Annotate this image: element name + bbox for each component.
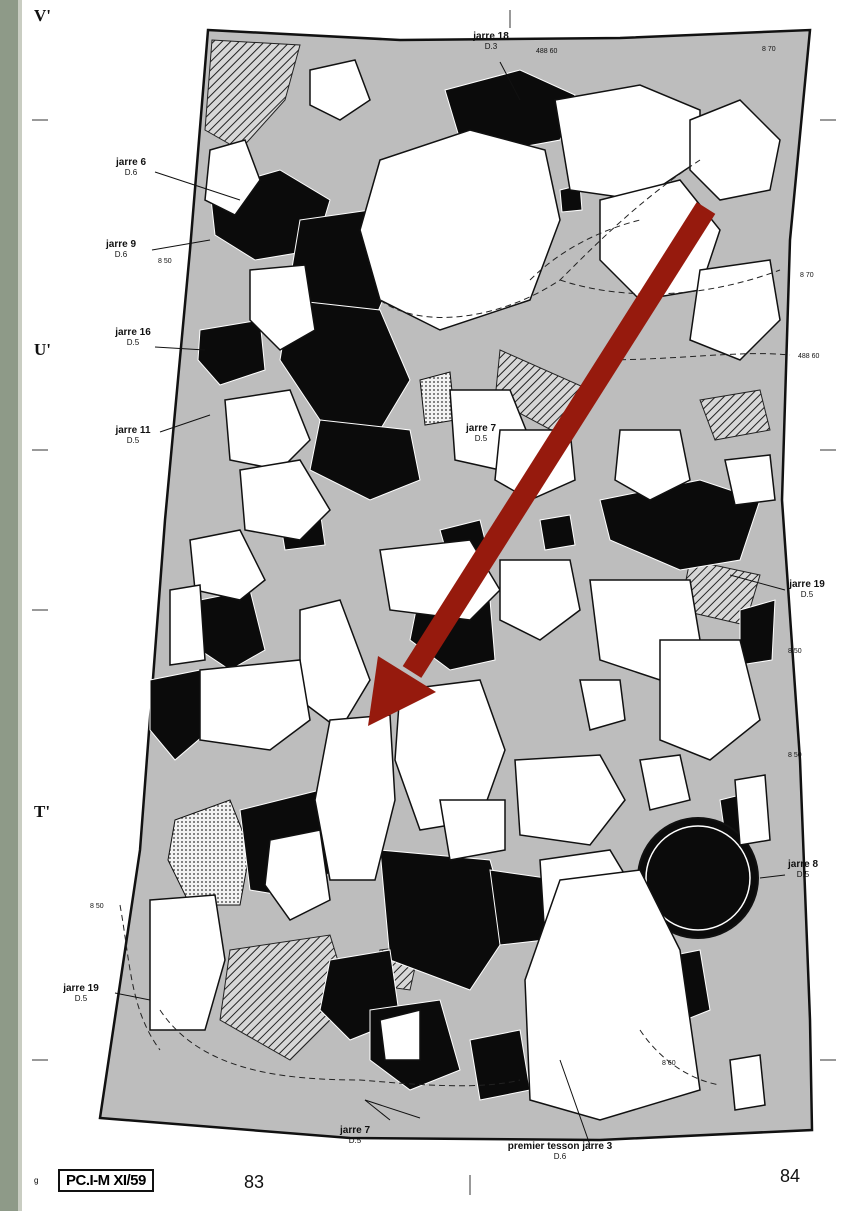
altitude-mark: 8 50	[90, 903, 104, 910]
axis-label-v: V'	[34, 6, 51, 25]
axis-label-u: U'	[34, 340, 51, 359]
page-gutter	[0, 0, 22, 1211]
altitude-mark: 8 50	[788, 752, 802, 759]
altitude-mark: 488 60	[798, 353, 820, 360]
hatched-zones	[204, 39, 771, 1061]
altitude-mark: 8 70	[800, 272, 814, 279]
axis-label-t: T'	[34, 802, 51, 821]
leader-lines	[114, 61, 786, 1146]
altitude-mark: 8 50	[158, 258, 172, 265]
red-arrow	[368, 202, 716, 726]
page-number-right: 84	[780, 1166, 801, 1186]
altitude-mark: 8 60	[662, 1060, 676, 1067]
plate-reference: PC.I-M XI/59	[58, 1169, 154, 1192]
altitude-mark: 488 60	[536, 48, 558, 55]
altitude-mark: 8 50	[788, 648, 802, 655]
page-number-left: 83	[244, 1172, 265, 1192]
dotted-zone	[419, 371, 456, 426]
white-stones	[149, 59, 781, 1121]
dotted-zone	[167, 799, 251, 906]
margin-mark: g	[34, 1176, 39, 1185]
jarre-8-rim	[645, 825, 751, 931]
altitude-mark: 8 70	[762, 46, 776, 53]
grid-ticks	[32, 10, 836, 1195]
